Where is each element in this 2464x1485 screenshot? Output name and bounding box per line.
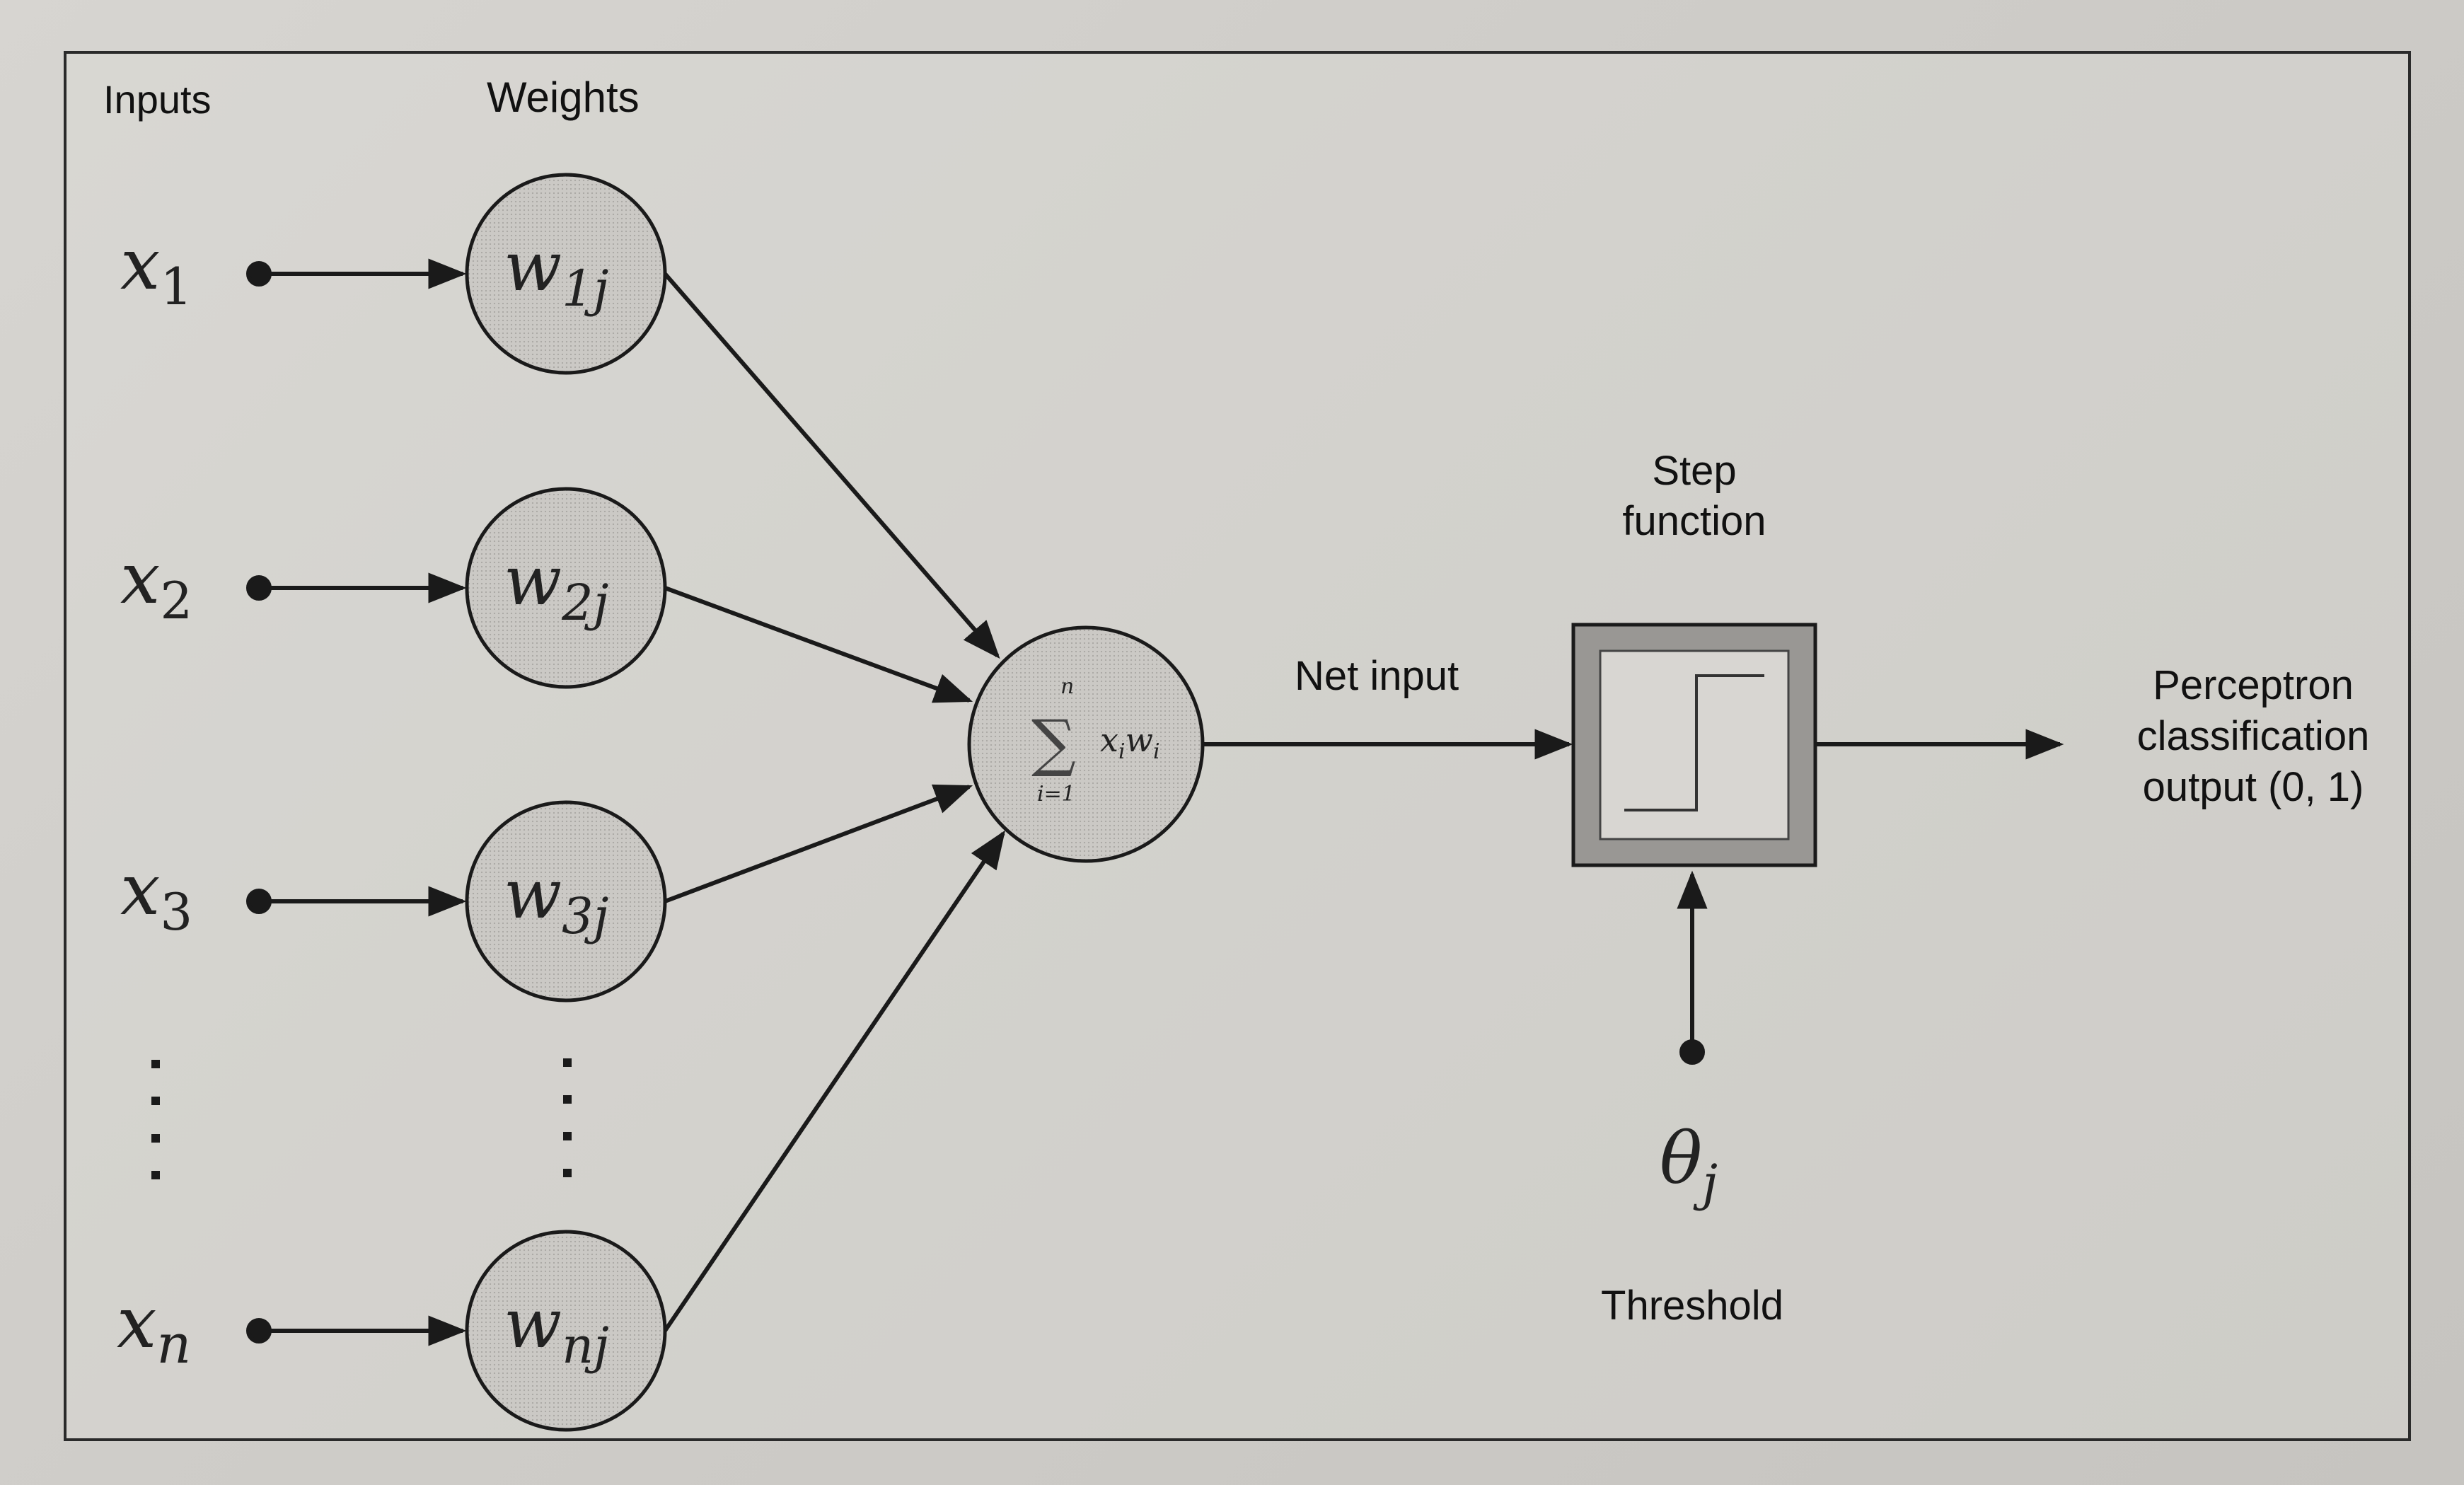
threshold-arrow: [1677, 870, 1708, 1065]
input-x3: x3: [120, 848, 192, 942]
input-x2: x2: [120, 537, 192, 630]
step-function-box: [1571, 623, 1817, 867]
weight-node-wnj: wnj: [465, 1230, 667, 1432]
output-label-line3: output (0, 1): [2143, 764, 2364, 810]
sigma-symbol: ∑: [1031, 706, 1076, 779]
weights-ellipsis: [563, 1058, 572, 1177]
svg-text:xn: xn: [117, 1281, 191, 1375]
input-arrows: [246, 258, 467, 1346]
svg-text:w3j: w3j: [504, 855, 608, 945]
svg-text:w2j: w2j: [504, 541, 608, 632]
svg-text:w1j: w1j: [504, 227, 608, 318]
sigma-term: xiwi: [1100, 721, 1160, 764]
svg-text:wnj: wnj: [504, 1284, 609, 1375]
weight-to-sum-arrows: [663, 272, 1006, 1332]
output-label-line1: Perceptron: [2153, 662, 2354, 708]
svg-text:x2: x2: [120, 537, 192, 630]
step-function-label-line1: Step: [1652, 448, 1736, 494]
threshold-label: Threshold: [1601, 1283, 1783, 1329]
summation-node: n ∑ i=1 xiwi: [967, 625, 1205, 863]
weight-node-w1j: w1j: [465, 173, 667, 375]
weight-node-w2j: w2j: [465, 487, 667, 689]
sigma-lower: i=1: [1037, 782, 1075, 807]
step-function-label-line2: function: [1622, 498, 1766, 544]
input-xn: xn: [117, 1281, 191, 1375]
threshold-symbol: θj: [1660, 1117, 1718, 1212]
svg-text:x1: x1: [120, 223, 192, 316]
weight-node-w3j: w3j: [465, 800, 667, 1002]
inputs-ellipsis: [151, 1060, 160, 1179]
inputs-header: Inputs: [103, 77, 212, 122]
sigma-upper: n: [1060, 674, 1074, 699]
output-label-line2: classification: [2137, 713, 2370, 759]
svg-text:x3: x3: [120, 848, 192, 942]
net-input-label: Net input: [1295, 653, 1459, 699]
input-x1: x1: [120, 223, 192, 316]
weights-header: Weights: [487, 74, 640, 121]
